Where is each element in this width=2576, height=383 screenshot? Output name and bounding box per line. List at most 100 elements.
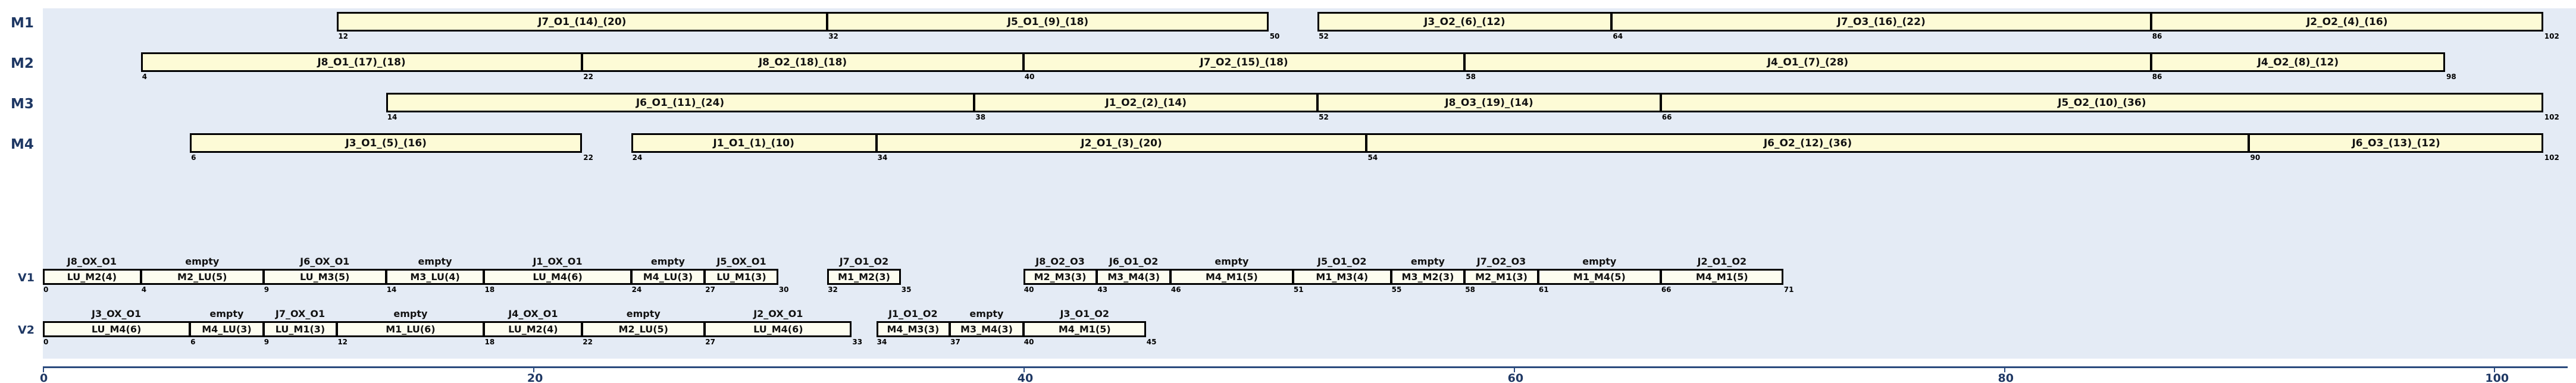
machine-bar[interactable]: J6_O3_(13)_(12) (2249, 133, 2543, 153)
x-axis-tick-label: 20 (527, 372, 543, 383)
vehicle-bar[interactable]: M3_M2(3) (1391, 269, 1465, 285)
vehicle-bar[interactable]: M4_M1(5) (1023, 321, 1146, 337)
vehicle-bar[interactable]: M3_M4(3) (1097, 269, 1170, 285)
vehicle-bar-label: M2_LU(5) (177, 271, 227, 282)
x-axis-tick-label: 60 (1507, 372, 1524, 383)
vehicle-bar-label: M4_LU(3) (643, 271, 693, 282)
vehicle-tick-label: 58 (1465, 285, 1475, 294)
machine-bar[interactable]: J3_O2_(6)_(12) (1317, 12, 1612, 32)
vehicle-bar[interactable]: LU_M1(3) (263, 321, 337, 337)
vehicle-bar[interactable]: M1_M4(5) (1538, 269, 1661, 285)
vehicle-bar-label: M3_M4(3) (960, 324, 1013, 335)
x-axis-tick-label: 40 (1017, 372, 1034, 383)
vehicle-bar[interactable]: LU_M2(4) (43, 269, 141, 285)
machine-bar-label: J2_O1_(3)_(20) (1081, 137, 1162, 149)
vehicle-operation-label: J3_OX_O1 (91, 308, 142, 319)
machine-bar[interactable]: J8_O2_(18)_(18) (582, 52, 1023, 72)
vehicle-tick-label: 43 (1097, 285, 1108, 294)
machine-bar-label: J5_O2_(10)_(36) (2058, 96, 2146, 109)
machine-tick-label: 90 (2250, 153, 2261, 162)
machine-bar[interactable]: J8_O1_(17)_(18) (140, 52, 583, 72)
vehicle-bar-label: LU_M1(3) (275, 324, 325, 335)
machine-bar[interactable]: J7_O1_(14)_(20) (337, 12, 828, 32)
machine-bar[interactable]: J8_O3_(19)_(14) (1317, 93, 1661, 112)
vehicle-tick-label: 30 (778, 285, 789, 294)
vehicle-tick-label: 35 (901, 285, 912, 294)
vehicle-operation-label: J1_O1_O2 (888, 308, 938, 319)
vehicle-bar-label: LU_M1(3) (716, 271, 766, 282)
vehicle-tick-label: 0 (43, 338, 49, 346)
vehicle-bar-label: M3_M4(3) (1107, 271, 1160, 282)
vehicle-operation-label: empty (650, 256, 685, 267)
vehicle-bar[interactable]: M1_M2(3) (827, 269, 901, 285)
machine-bar[interactable]: J7_O3_(16)_(22) (1611, 12, 2151, 32)
machine-bar[interactable]: J2_O1_(3)_(20) (876, 133, 1367, 153)
vehicle-bar[interactable]: M1_M3(4) (1292, 269, 1391, 285)
vehicle-bar[interactable]: LU_M4(6) (43, 321, 190, 337)
vehicle-bar[interactable]: M4_LU(3) (631, 269, 705, 285)
vehicle-tick-label: 71 (1783, 285, 1794, 294)
vehicle-operation-label: J8_O2_O3 (1035, 256, 1085, 267)
vehicle-bar[interactable]: LU_M4(6) (484, 269, 631, 285)
machine-bar[interactable]: J2_O2_(4)_(16) (2151, 12, 2543, 32)
vehicle-bar[interactable]: M2_M1(3) (1464, 269, 1538, 285)
vehicle-bar[interactable]: M2_LU(5) (140, 269, 264, 285)
vehicle-operation-label: J8_OX_O1 (67, 256, 117, 267)
machine-bar[interactable]: J3_O1_(5)_(16) (190, 133, 583, 153)
vehicle-bar[interactable]: M3_M4(3) (950, 321, 1023, 337)
vehicle-tick-label: 51 (1293, 285, 1304, 294)
vehicle-bar[interactable]: M4_LU(3) (190, 321, 264, 337)
vehicle-bar[interactable]: LU_M1(3) (705, 269, 778, 285)
vehicle-tick-label: 0 (43, 285, 49, 294)
machine-tick-label: 102 (2544, 113, 2559, 121)
machine-bar-label: J7_O2_(15)_(18) (1200, 56, 1288, 68)
machine-tick-label: 14 (387, 113, 397, 121)
machine-tick-label: 66 (1661, 113, 1672, 121)
vehicle-tick-label: 46 (1170, 285, 1181, 294)
vehicle-tick-label: 33 (852, 338, 863, 346)
machine-bar[interactable]: J4_O1_(7)_(28) (1464, 52, 2151, 72)
vehicle-row-label-V1: V1 (18, 271, 35, 284)
vehicle-bar[interactable]: M1_LU(6) (337, 321, 484, 337)
vehicle-bar[interactable]: LU_M3(5) (263, 269, 386, 285)
vehicle-bar-label: M4_M3(3) (887, 324, 940, 335)
vehicle-bar-label: M4_M1(5) (1058, 324, 1111, 335)
vehicle-operation-label: empty (393, 308, 428, 319)
vehicle-bar[interactable]: M2_M3(3) (1023, 269, 1097, 285)
vehicle-tick-label: 55 (1391, 285, 1402, 294)
machine-tick-label: 38 (975, 113, 986, 121)
vehicle-bar[interactable]: LU_M4(6) (705, 321, 852, 337)
vehicle-tick-label: 12 (337, 338, 348, 346)
vehicle-bar-label: LU_M2(4) (508, 324, 558, 335)
machine-bar[interactable]: J1_O2_(2)_(14) (974, 93, 1318, 112)
vehicle-operation-label: empty (969, 308, 1004, 319)
vehicle-bar[interactable]: M3_LU(4) (386, 269, 484, 285)
vehicle-tick-label: 18 (484, 338, 495, 346)
vehicle-operation-label: J2_OX_O1 (753, 308, 803, 319)
vehicle-operation-label: empty (1582, 256, 1617, 267)
vehicle-bar[interactable]: M4_M3(3) (876, 321, 950, 337)
vehicle-bar[interactable]: M4_M1(5) (1660, 269, 1783, 285)
vehicle-bar[interactable]: LU_M2(4) (484, 321, 583, 337)
machine-bar[interactable]: J1_O1_(1)_(10) (631, 133, 877, 153)
machine-bar-label: J2_O2_(4)_(16) (2306, 15, 2388, 28)
vehicle-operation-label: empty (626, 308, 661, 319)
machine-bar[interactable]: J6_O2_(12)_(36) (1366, 133, 2249, 153)
vehicle-bar-label: M1_M3(4) (1316, 271, 1369, 282)
machine-bar[interactable]: J5_O2_(10)_(36) (1660, 93, 2543, 112)
vehicle-operation-label: empty (185, 256, 220, 267)
x-axis-tick (2004, 368, 2005, 372)
machine-tick-label: 24 (632, 153, 643, 162)
vehicle-bar[interactable]: M2_LU(5) (582, 321, 705, 337)
vehicle-tick-label: 9 (264, 285, 270, 294)
vehicle-bar-label: LU_M4(6) (91, 324, 142, 335)
machine-tick-label: 98 (2446, 73, 2456, 81)
machine-bar[interactable]: J7_O2_(15)_(18) (1023, 52, 1465, 72)
machine-bar[interactable]: J6_O1_(11)_(24) (386, 93, 975, 112)
vehicle-bar-label: LU_M2(4) (67, 271, 117, 282)
vehicle-bar[interactable]: M4_M1(5) (1170, 269, 1293, 285)
machine-tick-label: 22 (583, 153, 593, 162)
machine-bar[interactable]: J4_O2_(8)_(12) (2151, 52, 2446, 72)
machine-bar[interactable]: J5_O1_(9)_(18) (827, 12, 1269, 32)
